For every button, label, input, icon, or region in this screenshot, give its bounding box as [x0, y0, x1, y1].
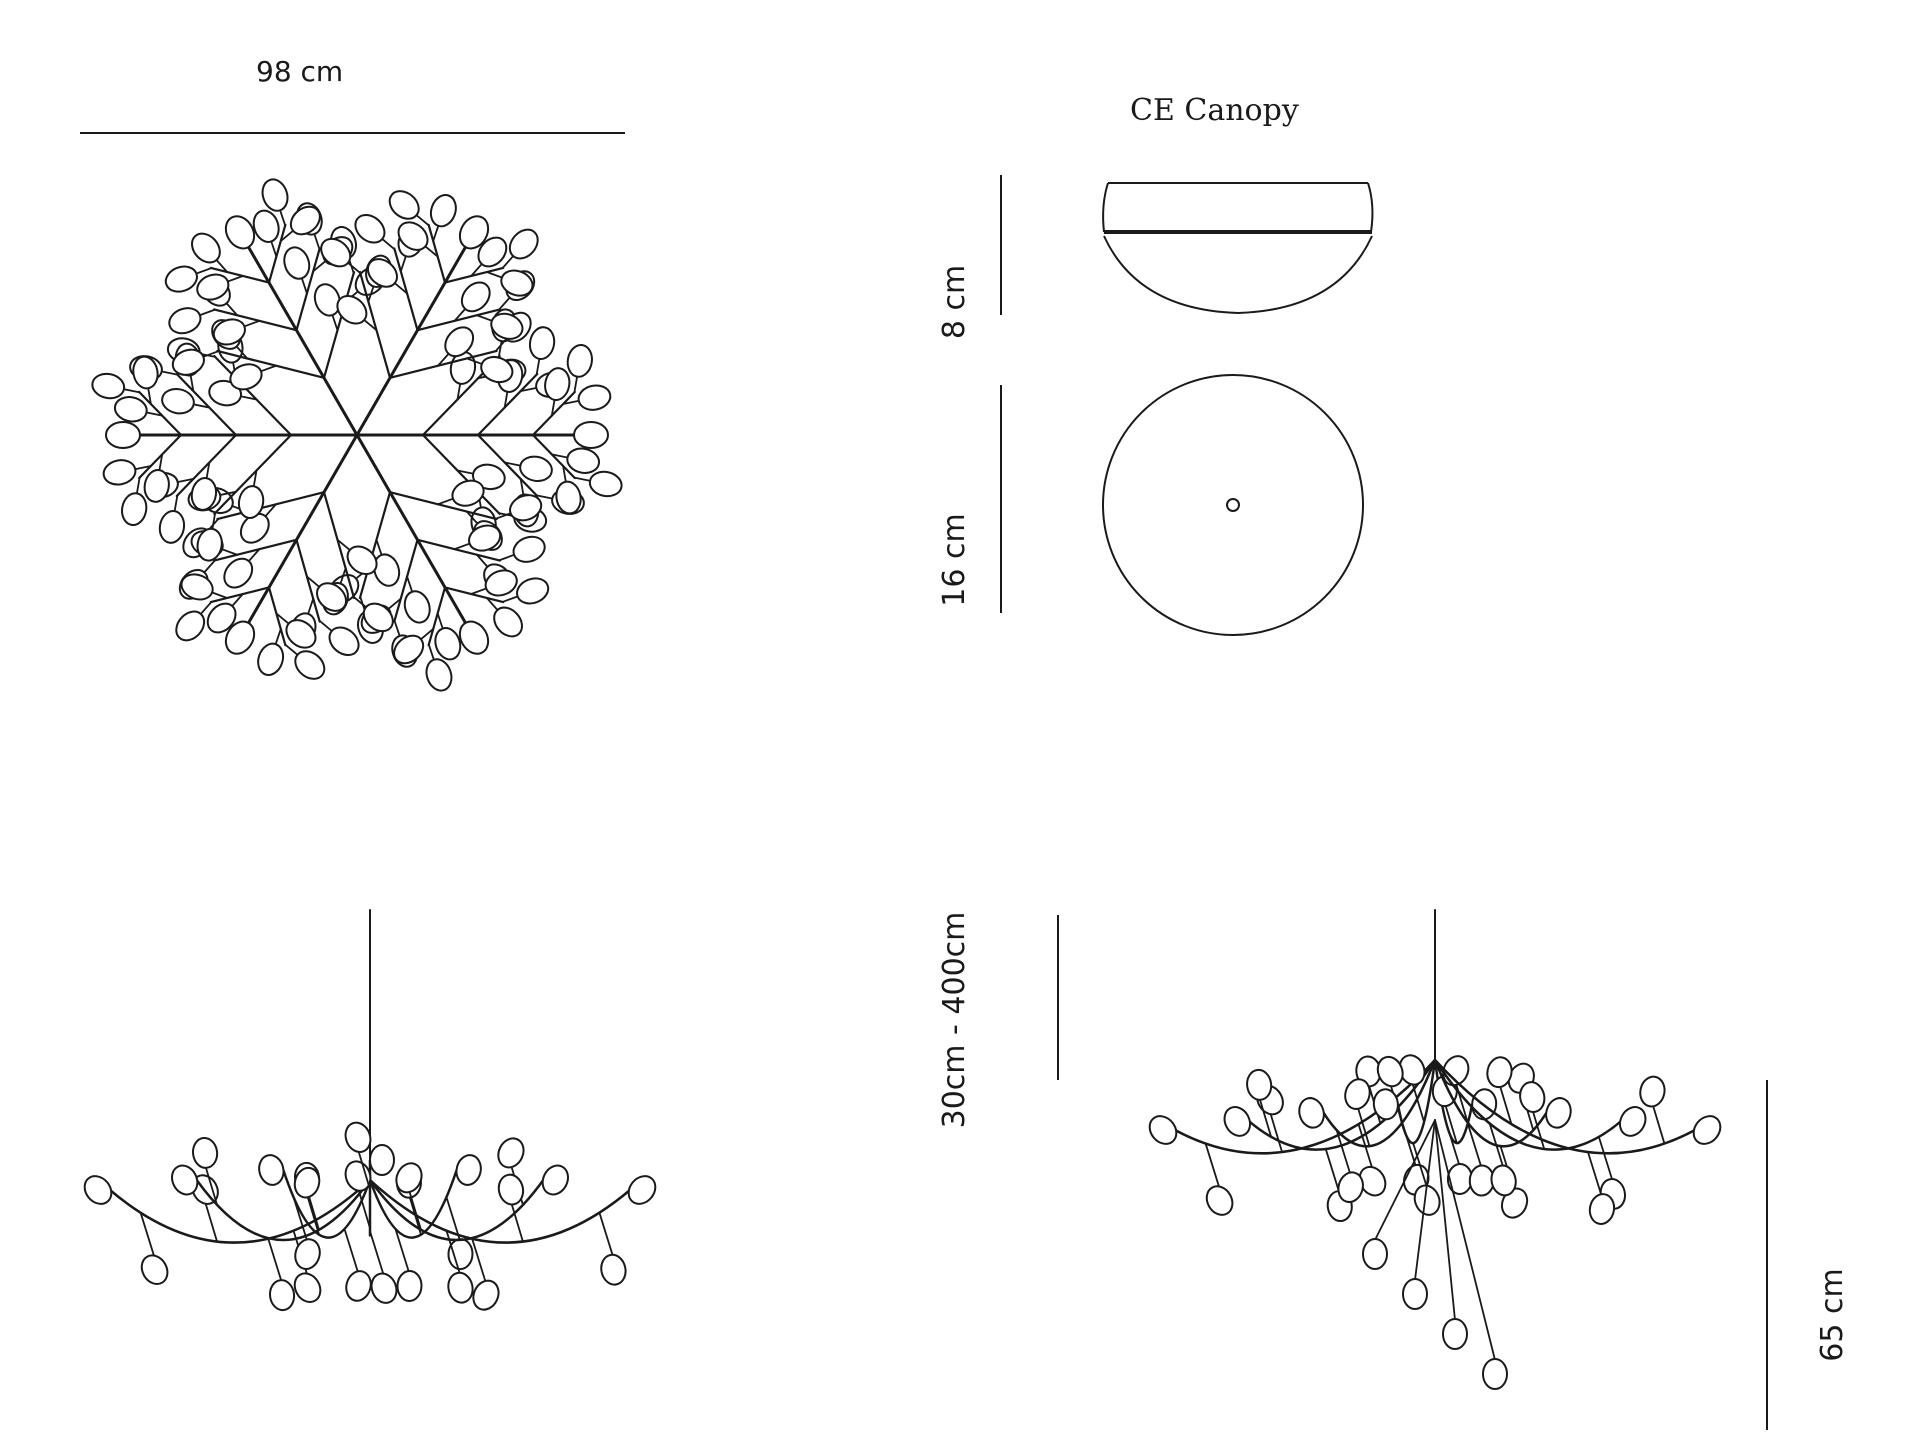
pendant-side-view-drawing: [83, 909, 657, 1312]
canopy-side-view-drawing: [1102, 182, 1374, 315]
width-dimension-label: 98 cm: [256, 55, 344, 88]
fixture-height-label: 65 cm: [1815, 1268, 1850, 1362]
fixture-height-line: [1766, 1080, 1768, 1430]
canopy-bottom-view-drawing: [1102, 374, 1364, 636]
cable-length-line: [1057, 915, 1059, 1080]
pendant-front-view-drawing: [1148, 909, 1722, 1390]
cable-length-label: 30cm - 400cm: [937, 911, 972, 1129]
canopy-height-line: [1000, 175, 1002, 315]
canopy-height-label: 8 cm: [937, 264, 972, 340]
canopy-title: CE Canopy: [1130, 93, 1299, 128]
pendant-top-view-drawing: [91, 178, 623, 692]
width-dimension-line: [80, 132, 625, 134]
canopy-diameter-line: [1000, 385, 1002, 613]
canopy-diameter-label: 16 cm: [937, 513, 972, 607]
